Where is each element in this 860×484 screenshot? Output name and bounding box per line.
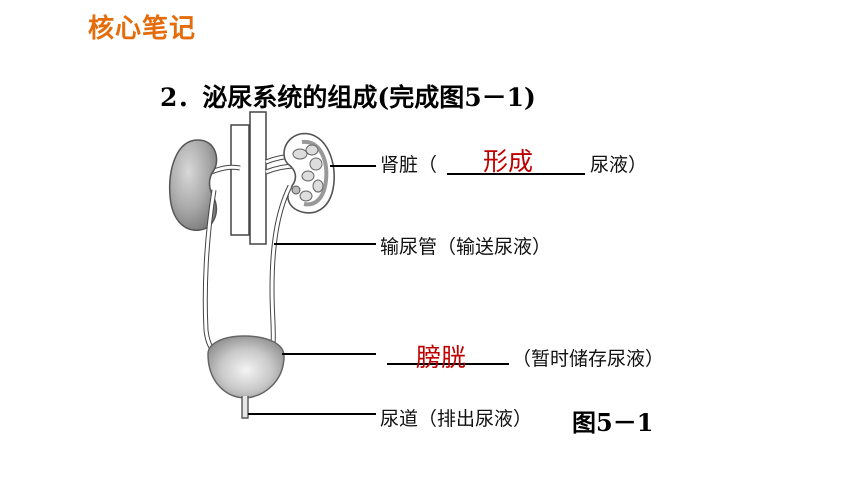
kidney-label: 肾脏（ [380, 154, 438, 176]
kidney-answer-blank [447, 173, 585, 175]
section-heading: 2．泌尿系统的组成(完成图5－1) [160, 83, 536, 112]
section-tag: 核心笔记 [88, 14, 197, 44]
bladder-answer-blank [387, 363, 509, 365]
blood-vessels [210, 111, 297, 245]
left-kidney [168, 139, 218, 231]
kidney-answer: 形成 [483, 147, 534, 176]
kidney-function-label: 尿液） [590, 154, 648, 176]
urethra [241, 396, 249, 419]
right-kidney [283, 133, 335, 214]
bladder [207, 335, 285, 399]
bladder-function-label: （暂时储存尿液） [512, 348, 665, 370]
bladder-answer: 膀胱 [416, 343, 467, 372]
ureter-label: 输尿管（输送尿液） [380, 236, 552, 258]
figure-caption: 图5－1 [572, 408, 654, 437]
urethra-label: 尿道（排出尿液） [380, 408, 533, 430]
